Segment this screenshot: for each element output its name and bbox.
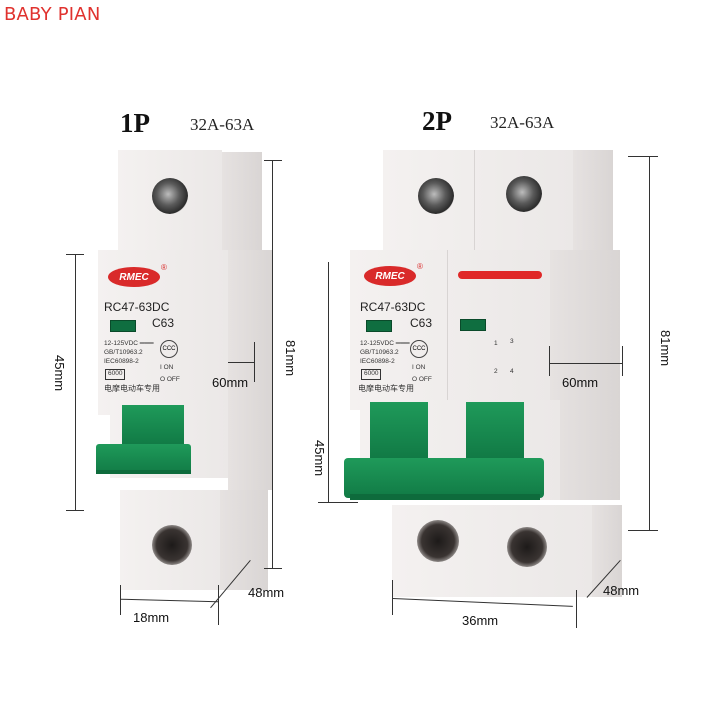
side-housing-top [222,152,262,250]
dim-tick [264,568,282,569]
terminal-screw [506,176,542,212]
dim-tick [218,585,219,625]
dim-label-width: 18mm [133,610,170,625]
watermark-text: BABY PIAN [4,4,101,25]
dim-tick [628,530,658,531]
side-housing [228,250,272,490]
status-window [110,320,136,332]
current-range: 32A-63A [490,113,555,132]
dim-tick [66,510,84,511]
toggle-handle[interactable] [96,444,191,474]
brand-logo: RMEC [108,267,160,287]
dim-tick [264,160,282,161]
pole-divider [447,250,448,410]
toggle-lever-upper[interactable] [466,402,524,458]
off-label: O OFF [160,376,180,383]
dim-tick [622,346,623,376]
toggle-handle[interactable] [344,458,544,498]
terminal-label: 2 [494,368,498,375]
dim-tick [576,590,577,628]
dim-label-depth-top: 60mm [562,375,599,390]
terminal-screw [152,178,188,214]
dim-line-45mm [75,254,76,510]
dim-tick [66,254,84,255]
dim-line-81mm [272,160,273,568]
dim-label-depth: 48mm [248,585,285,600]
terminal-label: 3 [510,338,514,345]
toggle-lever-upper[interactable] [122,405,184,445]
dim-label-height-front: 45mm [312,440,327,477]
pole-divider [474,150,475,250]
terminal-label: 1 [494,340,498,347]
current-range: 32A-63A [190,115,255,134]
side-housing [550,250,620,500]
ccc-certification-icon: CCC [160,340,178,358]
spec-line: IEC60898-2 [104,358,139,365]
on-label: I ON [160,364,174,371]
dim-line-81mm [649,156,650,530]
side-housing-top [573,150,613,250]
chinese-usage-text: 电摩电动车专用 [104,384,160,393]
terminal-label: 4 [510,368,514,375]
dim-label-height-front: 45mm [52,355,67,392]
spec-line: IEC60898-2 [360,358,395,365]
spec-line: GB/T10963.2 [104,349,143,356]
status-window [366,320,392,332]
toggle-handle-shadow [350,494,540,500]
spec-line: GB/T10963.2 [360,349,399,356]
dim-tick [254,342,255,382]
ccc-certification-icon: CCC [410,340,428,358]
dim-line-60mm [549,363,622,364]
registered-mark: ® [161,263,167,272]
on-label: I ON [412,364,426,371]
dim-label-width: 36mm [462,613,499,628]
brand-logo: RMEC [364,266,416,286]
spec-line: 12-125VDC ═══ [360,340,410,347]
top-housing [383,150,573,250]
toggle-lever-upper[interactable] [370,402,428,458]
registered-mark: ® [417,262,423,271]
dim-line-18mm [120,598,218,603]
off-label: O OFF [412,376,432,383]
dim-line-36mm [392,598,573,607]
bottom-terminal-hole [507,527,547,567]
dim-tick [392,580,393,615]
pole-title: 2P [422,106,452,136]
bottom-terminal-hole [417,520,459,562]
dim-tick [628,156,658,157]
dim-line-60mm [228,362,255,363]
dim-tick [120,585,121,615]
terminal-screw [418,178,454,214]
breaking-capacity: 6000 [361,369,382,380]
dim-tick [318,502,358,503]
dim-tick [549,346,550,376]
red-indicator-bar [458,271,542,279]
breaking-capacity: 6000 [105,369,126,380]
pole-title: 1P [120,108,150,138]
side-housing-bottom [592,505,622,597]
dim-line-45mm [328,262,329,502]
dim-label-depth: 48mm [603,583,640,598]
chinese-usage-text: 电摩电动车专用 [358,384,414,393]
status-window [460,319,486,331]
model-number: RC47-63DC [360,300,426,314]
spec-line: 12-125VDC ═══ [104,340,154,347]
side-housing-bottom [220,490,268,590]
rating: C63 [410,316,433,330]
dim-label-height-total: 81mm [658,330,673,367]
bottom-terminal-hole [152,525,192,565]
model-number: RC47-63DC [104,300,170,314]
toggle-handle-shadow [96,470,191,474]
rating: C63 [152,316,175,330]
dim-label-depth-top: 60mm [212,375,249,390]
dim-label-height-total: 81mm [283,340,298,377]
